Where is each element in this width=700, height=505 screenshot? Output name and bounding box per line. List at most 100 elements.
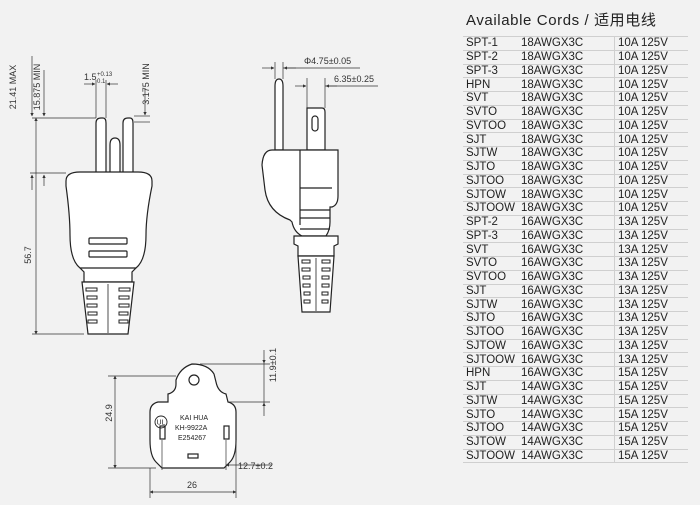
cord-type: SJTOO — [463, 325, 518, 340]
cord-gauge: 16AWGX3C — [517, 366, 615, 381]
cord-gauge: 16AWGX3C — [517, 215, 615, 230]
cord-type: SJTOW — [463, 187, 518, 202]
cord-type: SJT — [463, 284, 518, 299]
cord-type: SJT — [463, 132, 518, 147]
cord-rating: 13A 125V — [613, 352, 688, 367]
cord-gauge: 18AWGX3C — [517, 36, 615, 51]
side-blade — [306, 107, 326, 151]
ul-mark-icon — [154, 415, 168, 429]
cord-gauge: 18AWGX3C — [517, 91, 615, 106]
dim-overall-length: 56.7 — [23, 246, 33, 264]
cord-type: SJTW — [463, 146, 518, 161]
dim-body-height: 24.9 — [104, 404, 114, 422]
cord-rating: 15A 125V — [613, 407, 688, 422]
cord-gauge: 14AWGX3C — [517, 394, 615, 409]
cord-rating: 10A 125V — [613, 132, 688, 147]
front-view — [65, 117, 153, 335]
cord-rating: 10A 125V — [613, 119, 688, 134]
cord-rating: 10A 125V — [613, 36, 688, 51]
cord-rating: 13A 125V — [613, 284, 688, 299]
cord-rating: 13A 125V — [613, 215, 688, 230]
cord-type: SJTOOW — [463, 449, 518, 464]
dim-blade-length-max: 21.41 MAX — [8, 65, 18, 110]
cord-type: SVTOO — [463, 119, 518, 134]
cord-type: SJTOOW — [463, 352, 518, 367]
side-ground-pin — [274, 78, 284, 151]
cord-type: SPT-2 — [463, 215, 518, 230]
cord-type: SJTW — [463, 394, 518, 409]
cord-rating: 13A 125V — [613, 311, 688, 326]
cord-rating: 10A 125V — [613, 174, 688, 189]
cord-rating: 15A 125V — [613, 394, 688, 409]
cord-rating: 13A 125V — [613, 256, 688, 271]
cords-title: Available Cords / 适用电线 — [466, 12, 657, 29]
cord-rating: 13A 125V — [613, 229, 688, 244]
cord-rating: 10A 125V — [613, 160, 688, 175]
cord-type: SPT-1 — [463, 36, 518, 51]
cord-gauge: 14AWGX3C — [517, 435, 615, 450]
cord-type: SJTW — [463, 297, 518, 312]
cord-gauge: 18AWGX3C — [517, 105, 615, 120]
ul-mark-label: UL — [157, 420, 166, 427]
cord-type: SPT-2 — [463, 50, 518, 65]
side-dimensions — [262, 62, 378, 108]
cord-gauge: 16AWGX3C — [517, 270, 615, 285]
cord-type: SPT-3 — [463, 64, 518, 79]
cord-type: SVTO — [463, 256, 518, 271]
ground-pin — [109, 137, 121, 174]
cord-rating: 15A 125V — [613, 449, 688, 464]
cord-gauge: 18AWGX3C — [517, 174, 615, 189]
cord-type: SJTOW — [463, 339, 518, 354]
cord-rating: 10A 125V — [613, 64, 688, 79]
dim-blade-thickness-tol-lower: 0.1 — [97, 79, 106, 85]
cord-gauge: 18AWGX3C — [517, 119, 615, 134]
cord-gauge: 16AWGX3C — [517, 229, 615, 244]
dim-face-width: 26 — [187, 480, 197, 490]
cord-rating: 15A 125V — [613, 435, 688, 450]
cord-rating: 15A 125V — [613, 380, 688, 395]
cord-type: SJTO — [463, 311, 518, 326]
side-strain-relief — [293, 235, 339, 257]
face-model: KH-9922A — [175, 425, 208, 432]
cord-gauge: 18AWGX3C — [517, 201, 615, 216]
cord-type: SVT — [463, 91, 518, 106]
plug-body — [65, 171, 153, 283]
cord-type: SVTOO — [463, 270, 518, 285]
dim-blade-thickness-tol-upper: +0.13 — [97, 72, 113, 78]
cord-type: HPN — [463, 77, 518, 92]
cord-rating: 10A 125V — [613, 187, 688, 202]
cord-type: SJTO — [463, 407, 518, 422]
cord-gauge: 18AWGX3C — [517, 77, 615, 92]
cord-type: SJTOOW — [463, 201, 518, 216]
face-brand: KAI HUA — [180, 415, 208, 422]
cord-gauge: 16AWGX3C — [517, 242, 615, 257]
cord-gauge: 14AWGX3C — [517, 407, 615, 422]
cord-rating: 10A 125V — [613, 201, 688, 216]
cord-gauge: 14AWGX3C — [517, 421, 615, 436]
cord-type: SPT-3 — [463, 229, 518, 244]
dim-tab-height: 11.9±0.1 — [268, 348, 278, 382]
cord-gauge: 16AWGX3C — [517, 325, 615, 340]
cord-gauge: 16AWGX3C — [517, 256, 615, 271]
cord-gauge: 14AWGX3C — [517, 449, 615, 464]
cord-rating: 10A 125V — [613, 146, 688, 161]
